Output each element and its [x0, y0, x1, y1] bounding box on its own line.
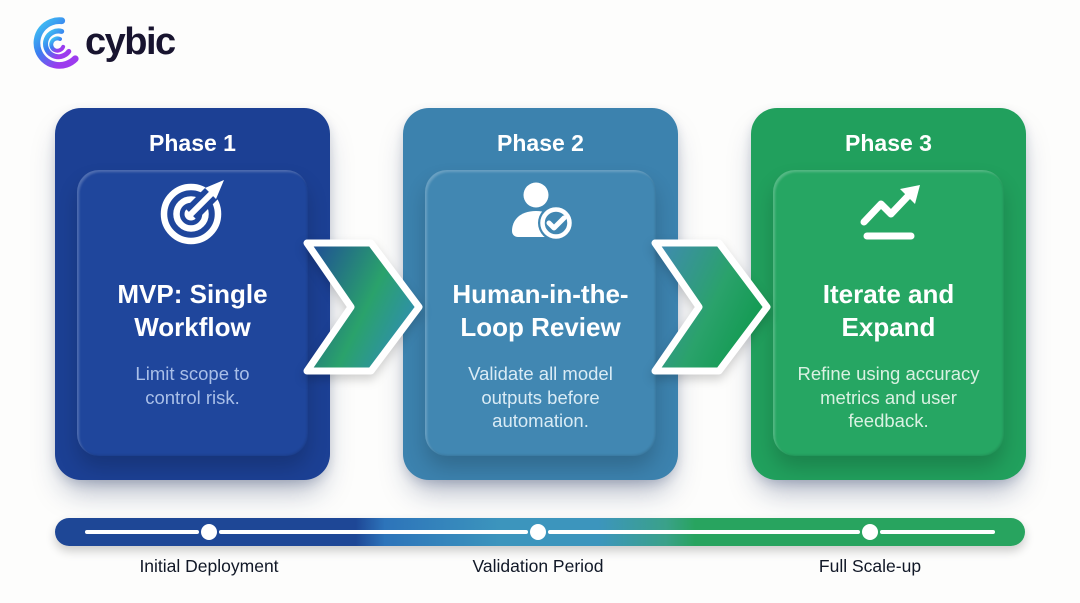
phase-3-panel: Iterate and Expand Refine using accuracy… — [773, 170, 1004, 456]
brand-logo-icon — [24, 16, 80, 72]
timeline-bar — [55, 518, 1025, 546]
phase-1-title: MVP: Single Workflow — [117, 279, 268, 342]
user-check-icon — [506, 176, 576, 246]
timeline-line-segment — [880, 530, 995, 534]
phase-1-label: Phase 1 — [149, 130, 236, 156]
phase-1-panel: MVP: Single Workflow Limit scope to cont… — [77, 170, 308, 456]
phase-card-1: Phase 1 MVP: Single Workflow Limit scope… — [55, 108, 330, 480]
phase-2-panel: Human-in-the-Loop Review Validate all mo… — [425, 170, 656, 456]
milestone-label-2: Validation Period — [472, 556, 604, 576]
target-icon — [158, 176, 228, 246]
milestone-label-1: Initial Deployment — [139, 556, 279, 576]
phase-3-description: Refine using accuracy metrics and user f… — [797, 363, 980, 432]
phase-1-description: Limit scope to control risk. — [135, 363, 250, 408]
trend-up-icon — [854, 176, 924, 246]
phase-3-title: Iterate and Expand — [822, 279, 955, 342]
brand-name: cybic — [85, 21, 176, 63]
timeline-line-segment — [548, 530, 860, 534]
chevron-right-icon-2 — [651, 235, 775, 379]
timeline-dot-3 — [862, 524, 878, 540]
phase-3-label: Phase 3 — [845, 130, 932, 156]
phase-2-title: Human-in-the-Loop Review — [452, 279, 629, 342]
timeline-line-segment — [219, 530, 528, 534]
timeline-line-segment — [85, 530, 199, 534]
phase-card-2: Phase 2 Human-in-the-Loop Review Validat… — [403, 108, 678, 480]
phase-card-3: Phase 3 Iterate and Expand Refine using … — [751, 108, 1026, 480]
timeline-dot-2 — [530, 524, 546, 540]
brand-logo: cybic — [24, 16, 176, 72]
phase-2-label: Phase 2 — [497, 130, 584, 156]
timeline-dot-1 — [201, 524, 217, 540]
milestone-label-3: Full Scale-up — [818, 556, 922, 576]
phase-2-description: Validate all model outputs before automa… — [468, 363, 613, 432]
chevron-right-icon-1 — [303, 235, 427, 379]
